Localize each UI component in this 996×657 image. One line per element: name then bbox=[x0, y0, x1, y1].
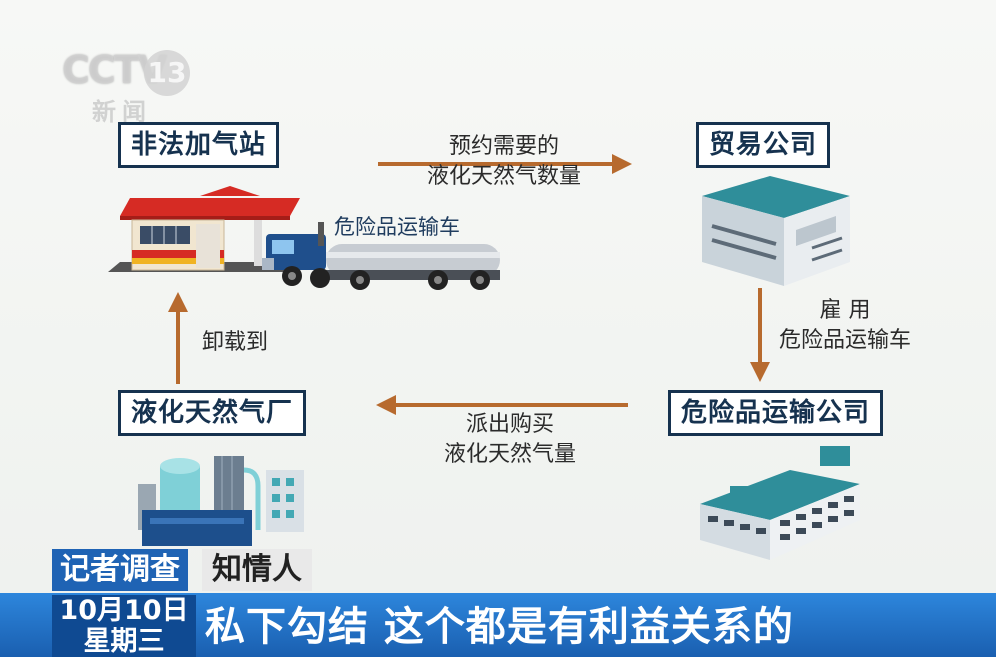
speaker-tag: 知情人 bbox=[202, 549, 312, 591]
trading-company-building bbox=[702, 176, 850, 286]
cctv-13-logo: CCTV 13 新闻 bbox=[62, 48, 202, 126]
date-text: 10月10日 bbox=[59, 595, 189, 626]
edge-label-transport-to-plant: 派出购买 液化天然气量 bbox=[420, 410, 600, 470]
date-box: 10月10日 星期三 bbox=[52, 595, 196, 657]
truck-label: 危险品运输车 bbox=[334, 215, 460, 239]
edge-label-station-to-trading: 预约需要的 液化天然气数量 bbox=[404, 132, 604, 192]
channel-name: 新闻 bbox=[92, 98, 152, 126]
node-trading-company: 贸易公司 bbox=[696, 122, 831, 168]
edge-line: 液化天然气数量 bbox=[426, 164, 581, 189]
program-tag: 记者调查 bbox=[52, 549, 188, 591]
lng-plant-illustration bbox=[138, 456, 304, 546]
edge-line: 雇 用 bbox=[819, 298, 871, 323]
subtitle-text: 私下勾结 这个都是有利益关系的 bbox=[205, 604, 794, 650]
edge-line: 液化天然气量 bbox=[443, 442, 576, 467]
gas-station-illustration bbox=[108, 186, 300, 272]
node-lng-plant: 液化天然气厂 bbox=[118, 390, 307, 436]
channel-number: 13 bbox=[144, 50, 190, 96]
edge-label-plant-to-station: 卸载到 bbox=[190, 328, 280, 358]
edge-line: 预约需要的 bbox=[448, 134, 559, 159]
node-gas-station: 非法加气站 bbox=[118, 122, 280, 168]
edge-line: 卸载到 bbox=[201, 330, 268, 355]
transport-company-building bbox=[700, 446, 860, 560]
node-transport-company: 危险品运输公司 bbox=[668, 390, 884, 436]
weekday-text: 星期三 bbox=[83, 626, 165, 657]
edge-line: 危险品运输车 bbox=[778, 328, 911, 353]
tanker-truck-illustration bbox=[262, 222, 500, 290]
edge-label-trading-to-transport: 雇 用 危险品运输车 bbox=[770, 296, 920, 356]
edge-line: 派出购买 bbox=[465, 412, 554, 437]
